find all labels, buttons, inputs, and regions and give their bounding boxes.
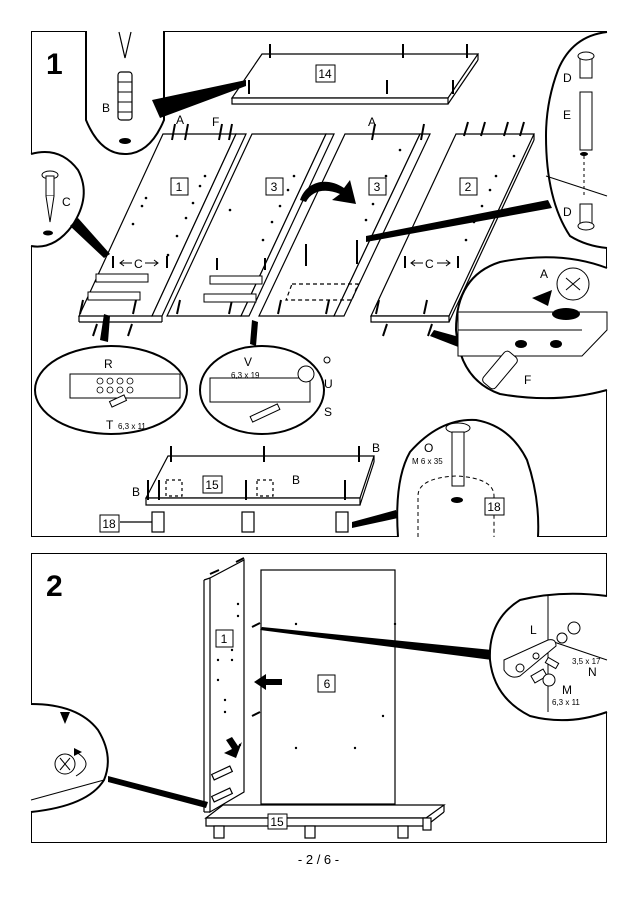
- letter-l: L: [530, 623, 537, 637]
- part-label-2: 2: [465, 180, 472, 194]
- letter-a1: A: [176, 113, 184, 127]
- letter-r: R: [104, 357, 113, 371]
- size-n: 3,5 x 17: [572, 657, 601, 666]
- letter-a-cam: A: [540, 267, 548, 281]
- part-label-14: 14: [318, 67, 332, 81]
- letter-m: M: [562, 683, 572, 697]
- part-label-15: 15: [205, 478, 219, 492]
- shelf-panel-14: [230, 44, 480, 105]
- part-label-6: 6: [324, 677, 331, 691]
- page-number: - 2 / 6 -: [297, 852, 340, 867]
- step-2-number: 2: [46, 570, 63, 603]
- letter-b-a: B: [372, 441, 380, 455]
- letter-n: N: [588, 665, 597, 679]
- divider-panel-3: [166, 133, 335, 317]
- letter-c-detail: C: [62, 195, 71, 209]
- letter-d1: D: [563, 71, 572, 85]
- base-panel-15-step2: [204, 804, 446, 839]
- step-1-number: 1: [46, 48, 63, 81]
- size-v: 6,3 x 19: [231, 371, 260, 380]
- part-label-3a: 3: [271, 180, 278, 194]
- part-label-18a: 18: [102, 517, 116, 531]
- part-label-15-step2: 15: [270, 815, 284, 829]
- letter-u: U: [324, 377, 333, 391]
- push-arrow-down: [224, 737, 242, 758]
- size-m: 6,3 x 11: [552, 698, 580, 707]
- detail-bubble-connector-dde: [366, 31, 608, 249]
- letter-o: O: [424, 441, 433, 455]
- letter-f-cam: F: [524, 373, 531, 387]
- detail-bubble-screw-c: [30, 151, 110, 258]
- side-panel-1: [78, 133, 247, 323]
- size-t: 6,3 x 11: [118, 422, 146, 431]
- letter-d2: D: [563, 205, 572, 219]
- side-panel-1-standing: [203, 557, 261, 814]
- part-label-3b: 3: [374, 180, 381, 194]
- letter-b-c: B: [132, 485, 140, 499]
- detail-bubble-fitting-rt: [34, 314, 188, 435]
- letter-c-span2: C: [425, 257, 434, 271]
- letter-e: E: [563, 108, 571, 122]
- detail-bubble-dowel: [85, 31, 246, 156]
- letter-c-span1: C: [134, 257, 143, 271]
- letter-a2: A: [368, 115, 376, 129]
- flip-arrow: [300, 180, 356, 204]
- push-arrow-left: [254, 674, 282, 690]
- letter-t: T: [106, 418, 114, 432]
- letter-f1: F: [212, 115, 219, 129]
- detail-bubble-bracket-lmn: [488, 592, 608, 722]
- letter-v: V: [244, 355, 252, 369]
- part-label-1: 1: [176, 180, 183, 194]
- letter-s: S: [324, 405, 332, 419]
- detail-bubble-cam-side: [30, 703, 109, 813]
- part-label-1-step2: 1: [221, 632, 228, 646]
- part-label-18b: 18: [487, 500, 501, 514]
- letter-b-detail: B: [102, 101, 110, 115]
- letter-b-b: B: [292, 473, 300, 487]
- detail-bubble-fitting-vus: [199, 320, 331, 435]
- detail-bubble-cam-lock: [430, 256, 608, 400]
- size-o: M 6 x 35: [412, 457, 443, 466]
